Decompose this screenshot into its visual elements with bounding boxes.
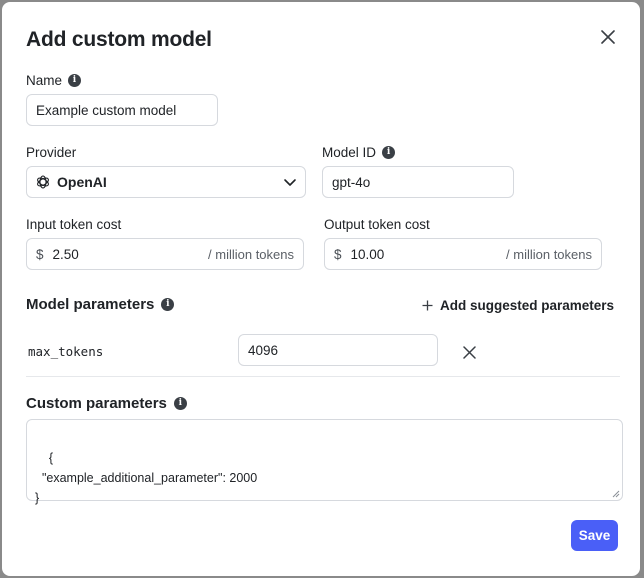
close-icon [601,30,615,44]
param-name: max_tokens [28,344,104,359]
info-icon[interactable]: i [382,146,396,159]
plus-icon [422,300,433,311]
divider [26,376,620,377]
info-icon[interactable]: i [173,397,187,410]
provider-value: OpenAI [57,174,107,190]
custom-parameters-heading: Custom parameters i [26,395,187,412]
name-label: Name i [26,73,82,88]
close-button[interactable] [598,27,618,47]
unit-suffix: / million tokens [506,246,592,262]
model-id-label: Model ID i [322,145,396,160]
chevron-down-icon [284,179,296,186]
param-value-input[interactable]: 4096 [238,334,438,366]
provider-label: Provider [26,145,77,160]
remove-param-button[interactable] [460,343,478,361]
input-token-cost-value: 2.50 [52,246,79,262]
output-token-cost-label: Output token cost [324,217,430,232]
openai-logo-icon [37,175,49,189]
input-token-cost-input[interactable]: $ 2.50 / million tokens [26,238,304,270]
model-parameters-heading: Model parameters i [26,296,175,313]
close-icon [462,345,476,359]
currency-prefix: $ [334,246,342,262]
save-button[interactable]: Save [571,520,618,551]
currency-prefix: $ [36,246,44,262]
provider-select[interactable]: OpenAI [26,166,306,198]
input-token-cost-label: Input token cost [26,217,122,232]
output-token-cost-value: 10.00 [350,246,385,262]
name-input[interactable]: Example custom model [26,94,218,126]
custom-parameters-textarea[interactable]: { "example_additional_parameter": 2000 } [26,419,623,505]
info-icon[interactable]: i [161,298,175,311]
dialog-title: Add custom model [26,28,212,51]
resize-handle-icon[interactable] [612,490,620,498]
model-id-input[interactable]: gpt-4o [322,166,514,198]
output-token-cost-input[interactable]: $ 10.00 / million tokens [324,238,602,270]
add-suggested-parameters-button[interactable]: Add suggested parameters [422,298,614,313]
unit-suffix: / million tokens [208,246,294,262]
info-icon[interactable]: i [68,74,82,87]
